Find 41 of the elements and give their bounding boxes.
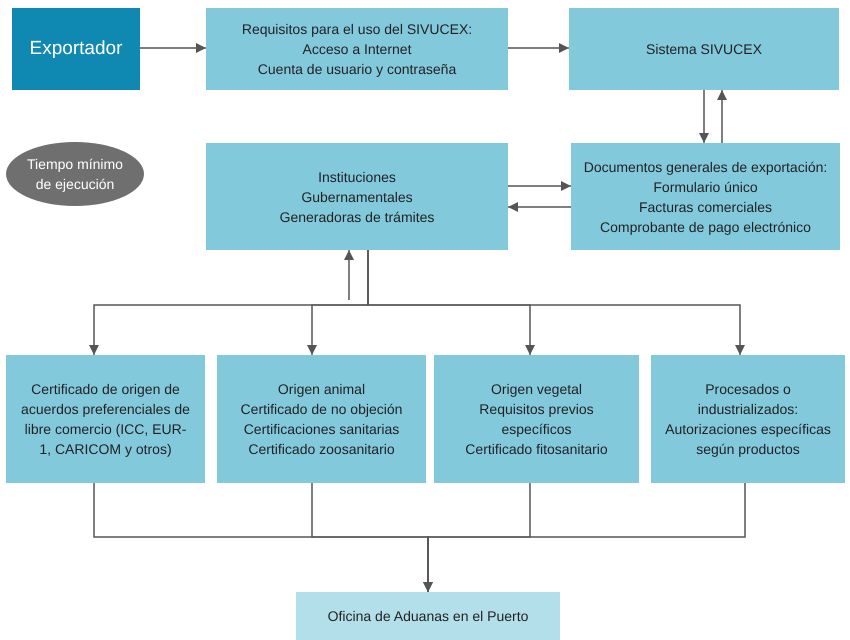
box-text: Instituciones Gubernamentales Generadoras de trámites xyxy=(278,168,436,226)
box-text: Documentos generales de exportación: xyxy=(584,158,828,176)
box-text: Autorizaciones específicas según productos xyxy=(664,420,832,459)
box-text: Requisitos previos específicos xyxy=(478,400,595,439)
box-text: Exportador xyxy=(30,39,122,59)
process-box xyxy=(12,8,140,90)
box-text: Requisitos para el uso del SIVUCEX: xyxy=(242,20,472,39)
box-text: Certificado de origen de acuerdos preferenciales de libre comercio (ICC, EUR-1, CARICOM y otros) xyxy=(20,380,190,459)
process-box xyxy=(206,8,508,90)
process-box xyxy=(217,355,426,483)
box-text: Certificado fitosanitario xyxy=(465,440,608,459)
process-box xyxy=(651,355,845,483)
arrow xyxy=(367,250,745,355)
box-text: Cuenta de usuario y contraseña xyxy=(258,60,456,79)
arrow xyxy=(508,43,569,53)
arrow xyxy=(717,90,727,143)
box-text: Sistema SIVUCEX xyxy=(646,40,762,59)
arrow xyxy=(508,202,571,212)
arrow xyxy=(699,90,709,143)
box-text: Certificado de no objeción xyxy=(240,400,402,419)
box-text: Facturas comerciales xyxy=(638,198,772,216)
box-text: Certificado zoosanitario xyxy=(248,440,395,459)
box-text: Formulario único xyxy=(653,178,758,196)
arrow xyxy=(344,250,354,300)
process-box xyxy=(6,355,205,483)
box-text: Origen animal xyxy=(278,380,366,399)
process-box xyxy=(434,355,639,483)
box-text: Procesados o industrializados: xyxy=(696,380,800,419)
box-text: Certificaciones sanitarias xyxy=(244,420,400,439)
process-box xyxy=(569,8,839,90)
process-box xyxy=(206,143,508,250)
box-text: Oficina de Aduanas en el Puerto xyxy=(328,607,528,626)
process-box xyxy=(296,592,560,640)
box-text: Acceso a Internet xyxy=(302,40,412,59)
arrow xyxy=(423,483,746,592)
box-text: Origen vegetal xyxy=(490,380,582,399)
box-text: Comprobante de pago electrónico xyxy=(600,218,811,236)
arrow xyxy=(508,181,571,191)
box-text: Tiempo mínimo de ejecución xyxy=(26,155,124,194)
arrow xyxy=(140,43,206,53)
process-box xyxy=(571,143,840,250)
